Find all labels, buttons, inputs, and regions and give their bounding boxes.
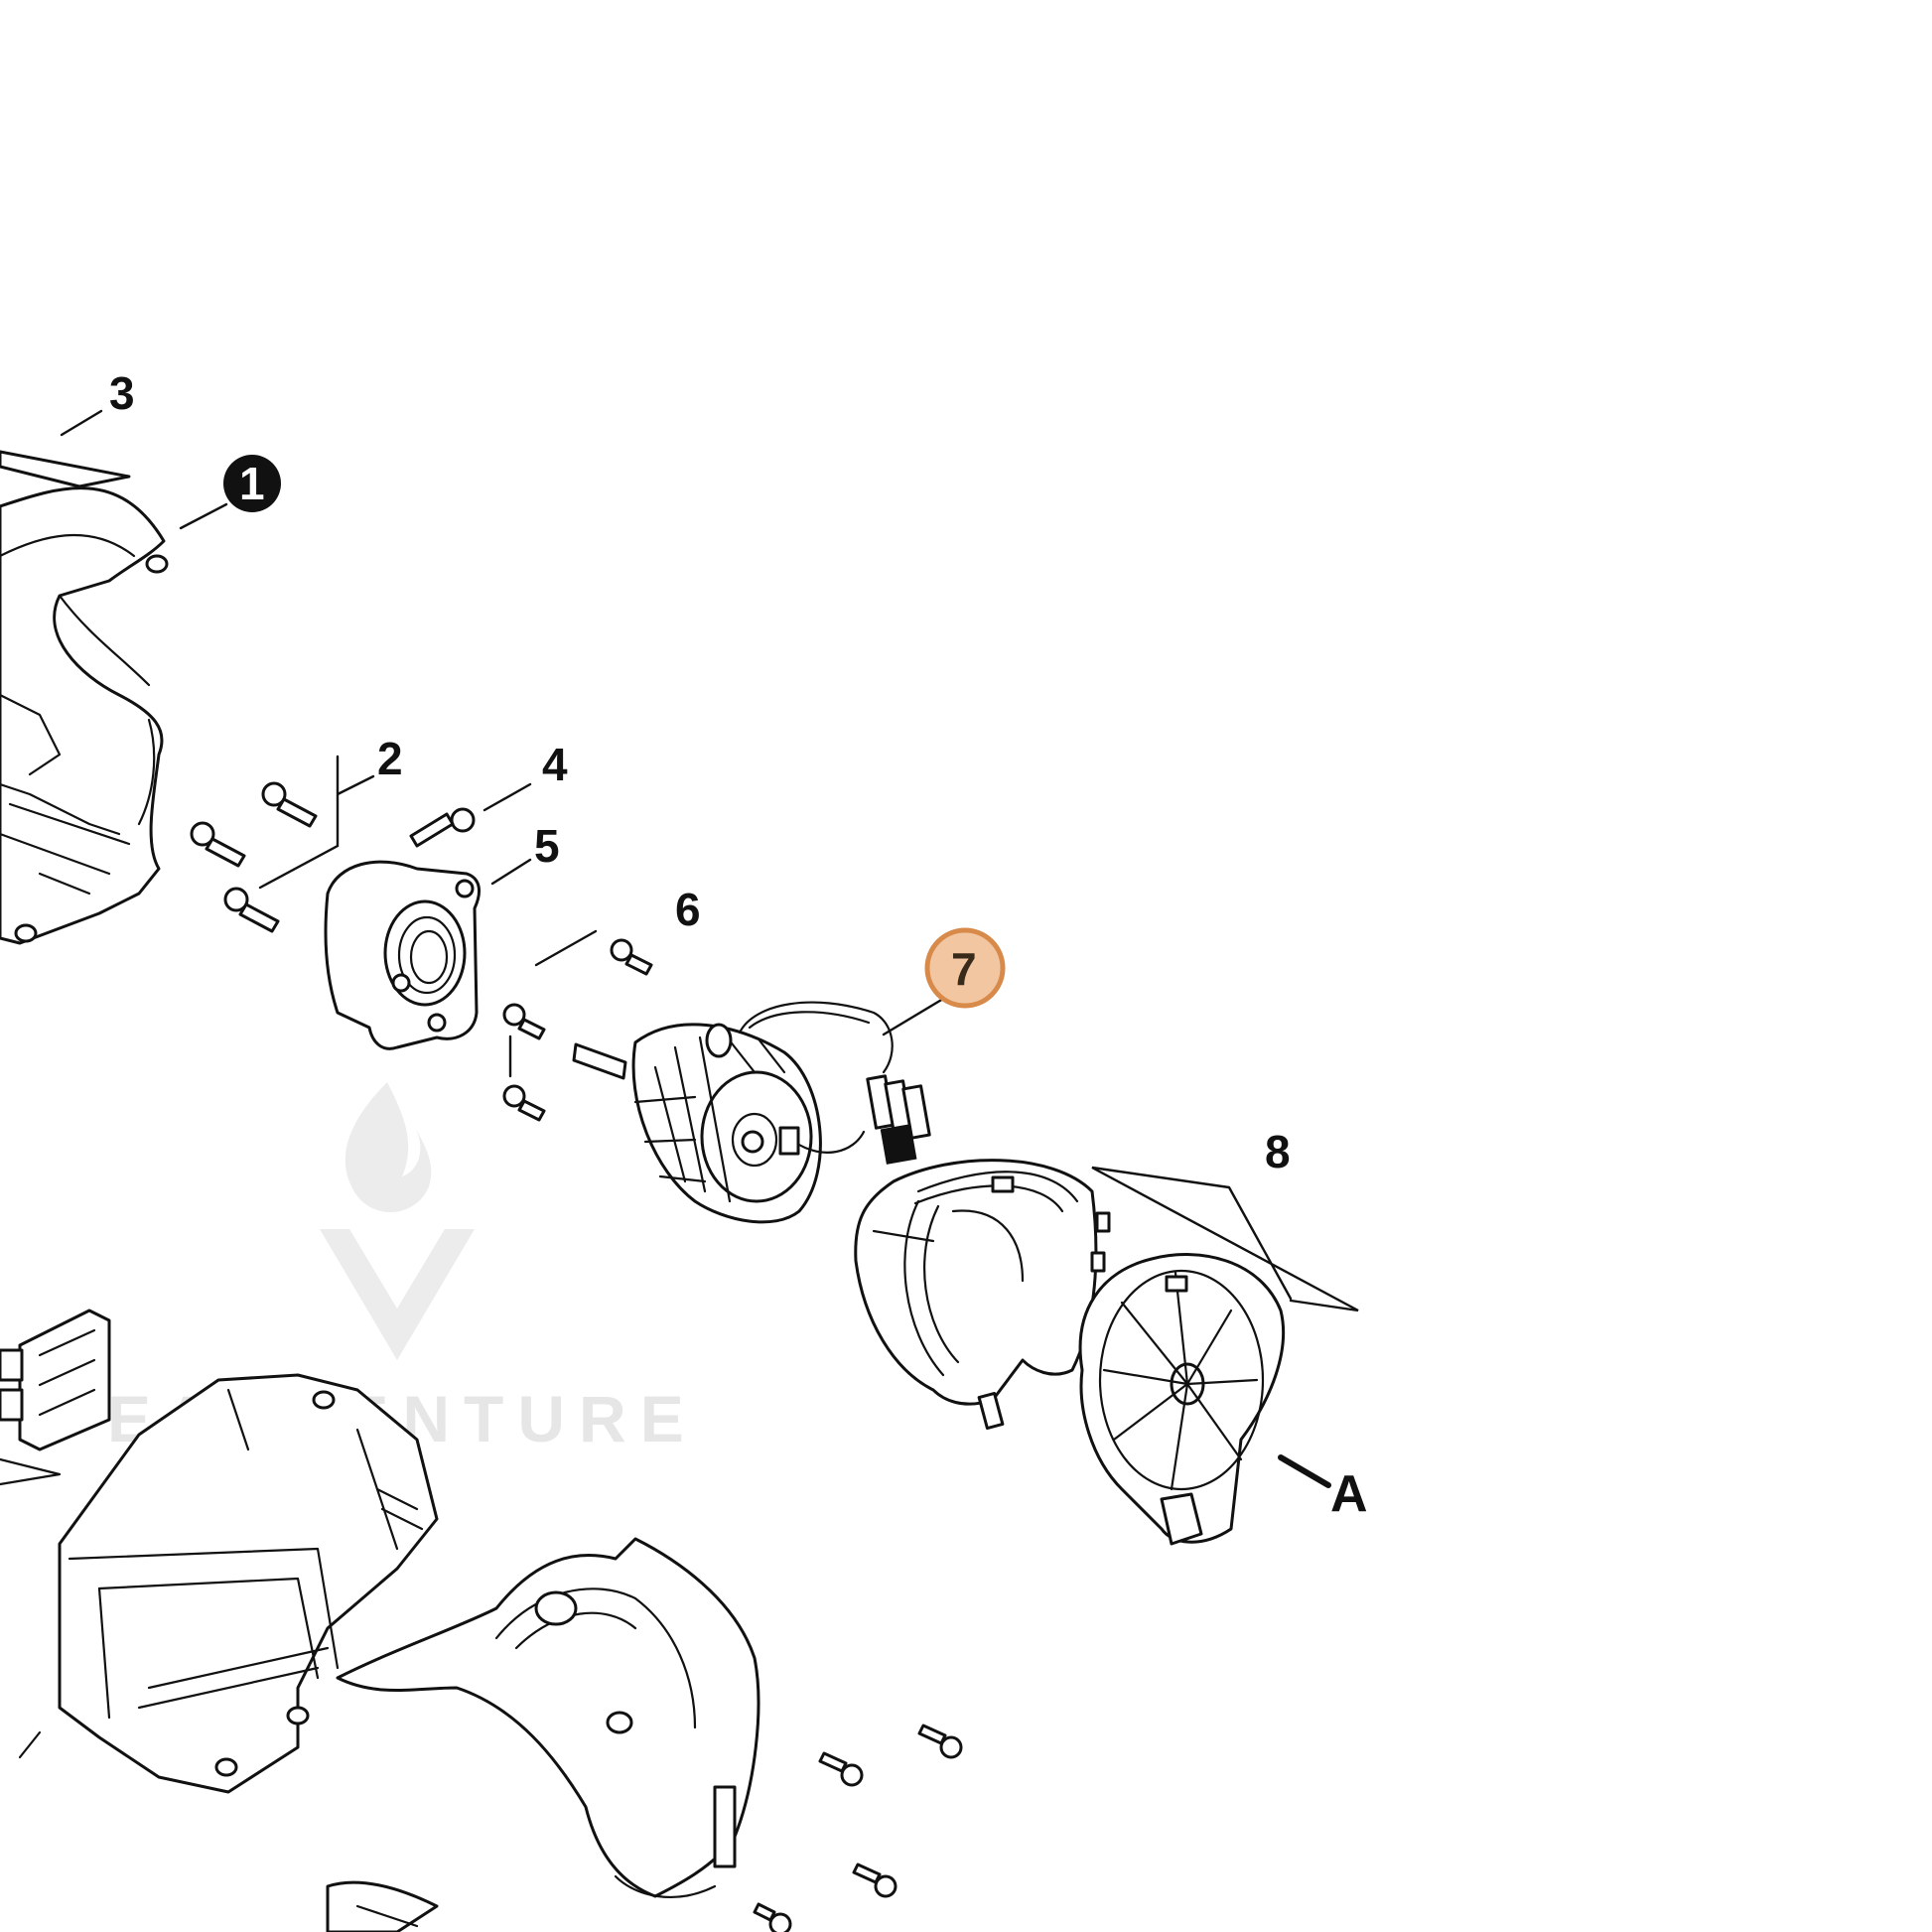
screw	[917, 1724, 963, 1759]
screw-group-6	[502, 938, 653, 1122]
fan-cover-8	[1078, 1253, 1286, 1546]
housing-lower-right	[326, 1537, 760, 1932]
screw	[261, 781, 318, 828]
screw	[502, 1084, 546, 1122]
screw	[502, 1003, 546, 1040]
leader-lines	[60, 409, 1359, 1488]
leader-2	[258, 755, 375, 890]
housing-lower-left	[18, 1373, 439, 1794]
callout-4: 4	[542, 739, 568, 790]
screw-group-2	[190, 781, 318, 933]
fan-shroud-8	[854, 1159, 1111, 1431]
motor-7	[572, 1001, 931, 1224]
leader-7	[882, 997, 945, 1036]
leader-4	[483, 782, 532, 812]
leader-3	[60, 409, 103, 437]
callout-1: 1	[239, 458, 265, 509]
leader-A	[1278, 1454, 1331, 1488]
callout-1-badge: 1	[223, 455, 281, 512]
leader-6	[534, 929, 598, 967]
label-strip	[0, 450, 131, 488]
callouts: 3 1 2 4 5 6 7 8 A	[109, 367, 1368, 1523]
callout-3: 3	[109, 367, 135, 419]
bearing-bracket-5	[324, 860, 481, 1050]
callout-7: 7	[951, 943, 977, 995]
leader-8	[1091, 1166, 1359, 1312]
screw	[818, 1751, 864, 1787]
screw	[753, 1902, 792, 1932]
screw	[190, 821, 246, 868]
callout-8: 8	[1265, 1126, 1291, 1177]
screw-group-bottom	[753, 1724, 963, 1932]
leader-1	[179, 502, 228, 530]
screw	[852, 1863, 897, 1898]
callout-5: 5	[534, 820, 560, 872]
callout-A: A	[1330, 1465, 1368, 1523]
callout-7-highlight: 7	[924, 927, 1006, 1009]
leader-5	[490, 858, 532, 886]
callout-6: 6	[675, 884, 701, 935]
housing-top-left	[0, 486, 169, 945]
watermark-flame-icon	[345, 1082, 432, 1213]
screw	[223, 887, 280, 933]
callout-2: 2	[377, 733, 403, 784]
switch-block	[0, 1309, 111, 1486]
watermark-v-logo-icon	[320, 1229, 475, 1360]
screw	[610, 938, 653, 976]
screw-4	[409, 807, 476, 848]
